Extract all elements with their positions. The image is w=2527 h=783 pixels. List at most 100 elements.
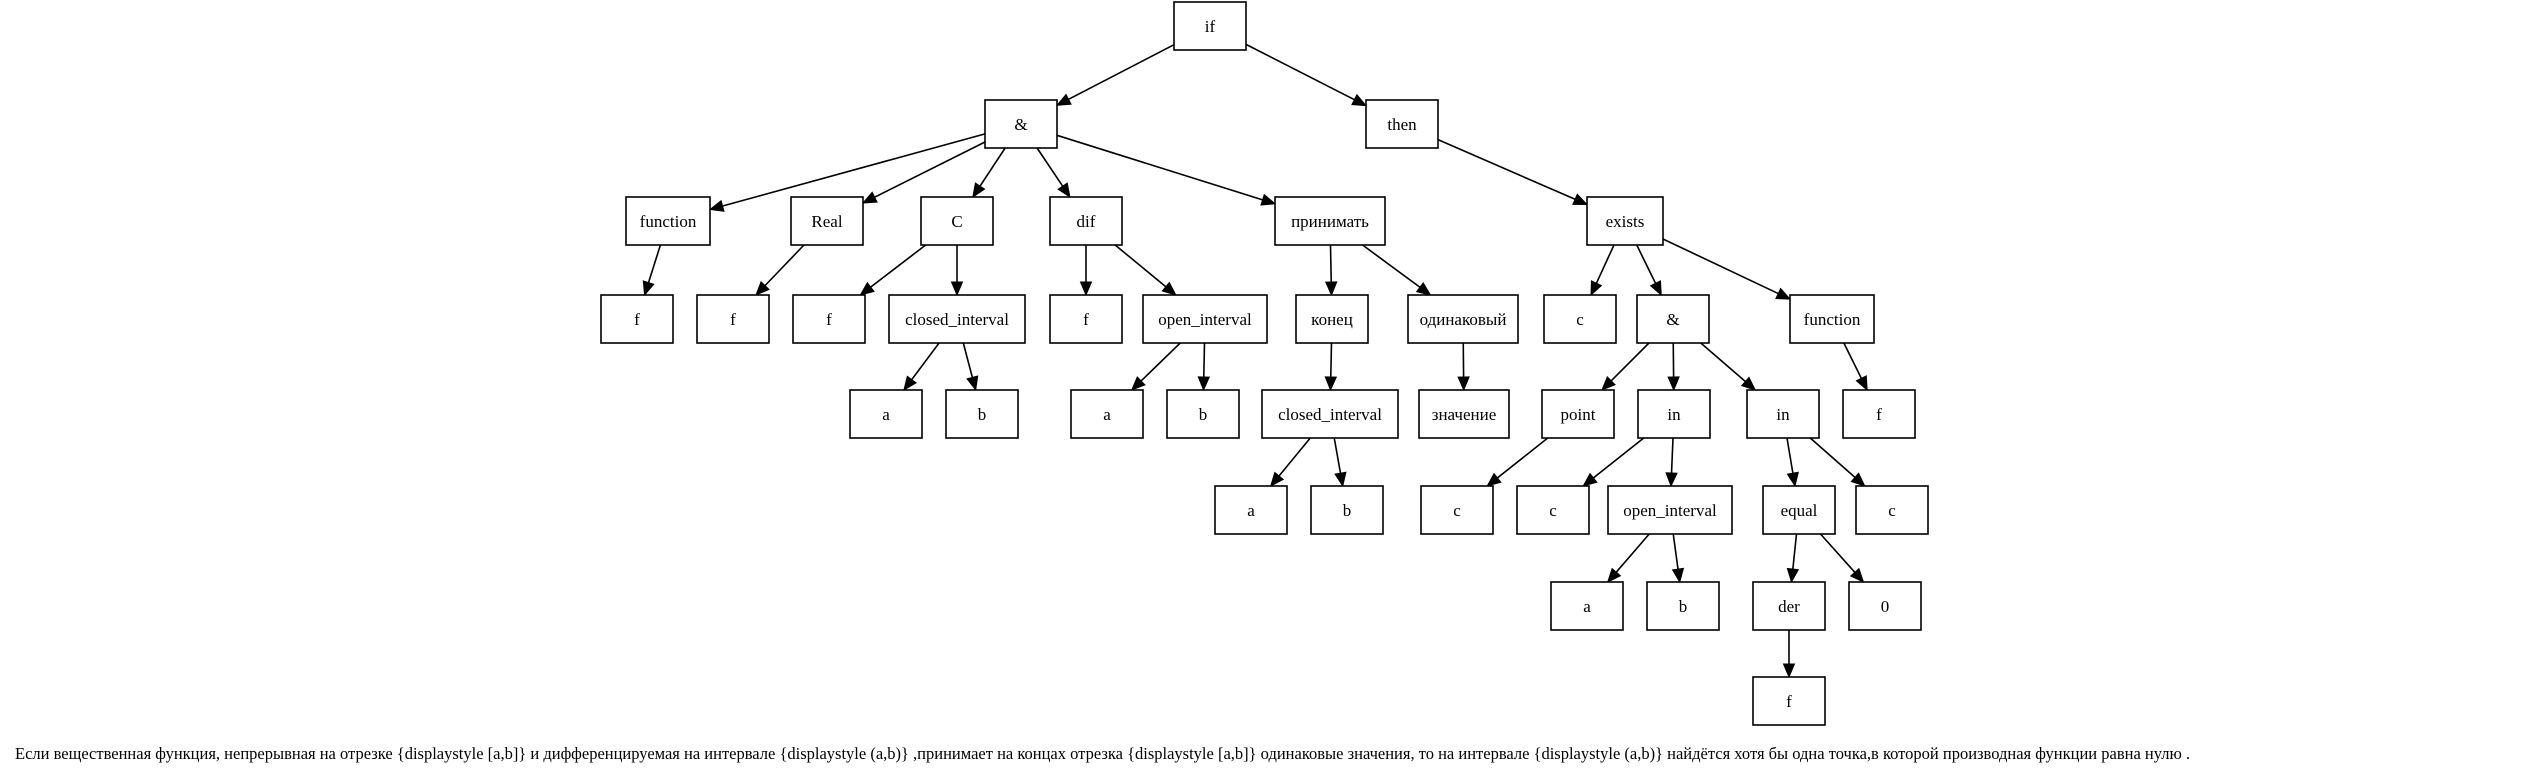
edge-then-to-exists	[1437, 138, 1589, 205]
arrowhead-icon	[1671, 567, 1685, 584]
tree-node-c2: c	[1420, 485, 1494, 535]
edge-line	[1700, 342, 1746, 383]
node-label: c	[1888, 501, 1896, 520]
edge-line	[1362, 244, 1421, 288]
tree-node-in1: in	[1637, 389, 1711, 439]
arrowhead-icon	[950, 281, 964, 297]
node-label: принимать	[1291, 212, 1369, 231]
node-box	[1274, 196, 1386, 246]
tree-node-exists: exists	[1586, 196, 1664, 246]
arrowhead-icon	[1260, 193, 1277, 206]
tree-node-c3: c	[1516, 485, 1590, 535]
node-box	[1762, 485, 1836, 535]
node-label: in	[1667, 405, 1681, 424]
node-label: b	[1343, 501, 1352, 520]
tree-node-f6: f	[1752, 676, 1826, 726]
tree-node-real: Real	[790, 196, 864, 246]
edge-line	[647, 244, 662, 283]
arrowhead-icon	[1161, 281, 1177, 296]
tree-node-b4: b	[1646, 581, 1720, 631]
node-box	[696, 294, 770, 344]
tree-node-c4: c	[1855, 485, 1929, 535]
edge-line	[1036, 147, 1064, 187]
arrowhead-icon	[1582, 472, 1598, 487]
edge-open1-to-a2	[1130, 342, 1181, 391]
arrowhead-icon	[1572, 193, 1589, 205]
arrowhead-icon	[755, 280, 770, 296]
node-label: &	[1666, 310, 1679, 329]
node-box	[1407, 294, 1519, 344]
tree-node-closed1: closed_interval	[888, 294, 1026, 344]
node-box	[1637, 389, 1711, 439]
edge-dif-to-f4	[1079, 245, 1093, 297]
edge-exists-to-and2	[1636, 244, 1662, 297]
edge-exists-to-c1	[1590, 244, 1615, 297]
tree-node-zero: 0	[1848, 581, 1922, 631]
arrowhead-icon	[708, 199, 725, 212]
node-box	[1848, 581, 1922, 631]
node-box	[1789, 294, 1875, 344]
edge-in2-to-equal	[1786, 437, 1799, 488]
node-label: C	[951, 212, 962, 231]
edge-line	[1437, 138, 1576, 201]
node-box	[1166, 389, 1240, 439]
tree-node-a4: a	[1550, 581, 1624, 631]
edge-if-to-then	[1245, 43, 1368, 107]
edge-dif-to-open1	[1114, 244, 1177, 296]
node-label: der	[1778, 597, 1800, 616]
edge-line	[911, 342, 940, 381]
edge-line	[1636, 244, 1657, 284]
node-label: in	[1776, 405, 1790, 424]
edge-line	[722, 133, 986, 207]
node-label: point	[1561, 405, 1596, 424]
tree-node-konec: конец	[1295, 294, 1369, 344]
tree-node-f4: f	[1049, 294, 1123, 344]
node-label: b	[978, 405, 987, 424]
node-box	[984, 99, 1058, 149]
arrowhead-icon	[1055, 93, 1072, 106]
node-label: if	[1205, 17, 1216, 36]
edge-line	[1792, 533, 1798, 570]
arrowhead-icon	[1590, 280, 1603, 297]
edge-and2-to-in2	[1700, 342, 1757, 391]
arrowhead-icon	[1849, 567, 1865, 583]
edge-konec-to-closed2	[1324, 342, 1338, 392]
arrowhead-icon	[861, 191, 878, 204]
node-label: одинаковый	[1420, 310, 1507, 329]
edge-and2-to-in1	[1667, 342, 1680, 392]
node-box	[1746, 389, 1820, 439]
node-box	[1855, 485, 1929, 535]
edge-line	[1114, 244, 1167, 288]
edge-line	[764, 244, 805, 287]
node-box	[1752, 581, 1826, 631]
edge-line	[1786, 437, 1794, 474]
node-box	[1049, 294, 1123, 344]
edge-equal-to-der	[1786, 533, 1800, 584]
tree-node-then: then	[1365, 99, 1439, 149]
edge-function1-to-f1	[642, 244, 662, 297]
tree-node-f2: f	[696, 294, 770, 344]
edge-line	[1843, 342, 1863, 379]
node-box	[625, 196, 711, 246]
edge-and1-to-dif	[1036, 147, 1071, 199]
edge-line	[1662, 238, 1779, 295]
node-box	[1420, 485, 1494, 535]
node-box	[1310, 485, 1384, 535]
tree-node-b1: b	[945, 389, 1019, 439]
edge-line	[962, 342, 974, 378]
tree-node-a1: a	[849, 389, 923, 439]
node-box	[1142, 294, 1268, 344]
tree-node-in2: in	[1746, 389, 1820, 439]
node-label: значение	[1432, 405, 1497, 424]
edge-line	[1278, 437, 1311, 477]
edge-line	[979, 147, 1006, 187]
node-box	[1173, 1, 1247, 51]
tree-node-dif: dif	[1049, 196, 1123, 246]
edge-prinimat-to-konec	[1324, 244, 1338, 297]
node-label: c	[1549, 501, 1557, 520]
tree-node-open2: open_interval	[1607, 485, 1733, 535]
tree-node-f3: f	[792, 294, 866, 344]
node-label: c	[1453, 501, 1461, 520]
